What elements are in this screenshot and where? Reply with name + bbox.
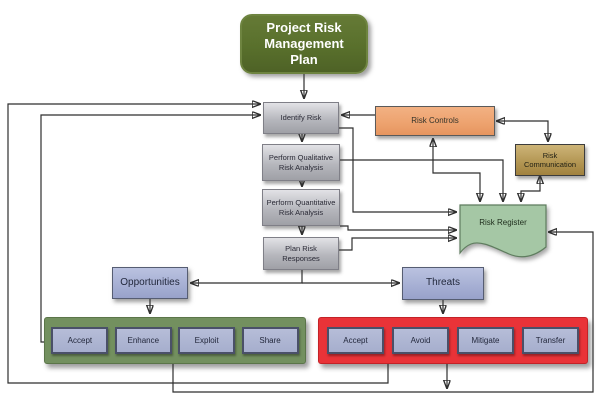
perform-quantitative-risk-analysis-node: Perform Quantitative Risk Analysis	[262, 189, 340, 226]
threats-node: Threats	[402, 267, 484, 300]
response-accept-opportunity: Accept	[51, 327, 109, 354]
connector-opportunity-feedback-identify	[40, 115, 260, 343]
response-mitigate: Mitigate	[457, 327, 514, 354]
perform-qualitative-risk-analysis-node: Perform Qualitative Risk Analysis	[262, 144, 340, 181]
risk-register-label: Risk Register	[479, 218, 527, 227]
connector-communication-register	[521, 176, 540, 201]
risk-register-node: Risk Register	[459, 204, 547, 262]
connector-groups-feedback-register	[172, 232, 594, 393]
connector-quantitative-register	[340, 225, 456, 230]
connector-controls-register	[433, 139, 480, 201]
connector-identify-register	[339, 127, 456, 212]
connector-threat-feedback-identify	[7, 104, 389, 384]
response-share: Share	[241, 327, 299, 354]
threat-responses-group: Accept Avoid Mitigate Transfer	[318, 317, 588, 364]
connector-plan-register	[339, 238, 456, 251]
identify-risk-node: Identify Risk	[263, 102, 339, 134]
risk-controls-node: Risk Controls	[375, 106, 495, 136]
response-exploit: Exploit	[178, 327, 236, 354]
plan-risk-responses-node: Plan Risk Responses	[263, 237, 339, 270]
opportunities-node: Opportunities	[112, 267, 188, 299]
risk-communication-node: Risk Communication	[515, 144, 585, 176]
response-transfer: Transfer	[522, 327, 579, 354]
response-enhance: Enhance	[114, 327, 172, 354]
response-avoid: Avoid	[392, 327, 449, 354]
project-risk-management-plan-node: Project Risk Management Plan	[240, 14, 368, 74]
connector-qualitative-register	[340, 159, 503, 201]
document-shape-icon	[459, 204, 547, 258]
connector-plan-opportunities	[191, 270, 303, 283]
opportunity-responses-group: Accept Enhance Exploit Share	[44, 317, 306, 364]
connector-controls-communication	[497, 121, 548, 141]
response-accept-threat: Accept	[327, 327, 384, 354]
